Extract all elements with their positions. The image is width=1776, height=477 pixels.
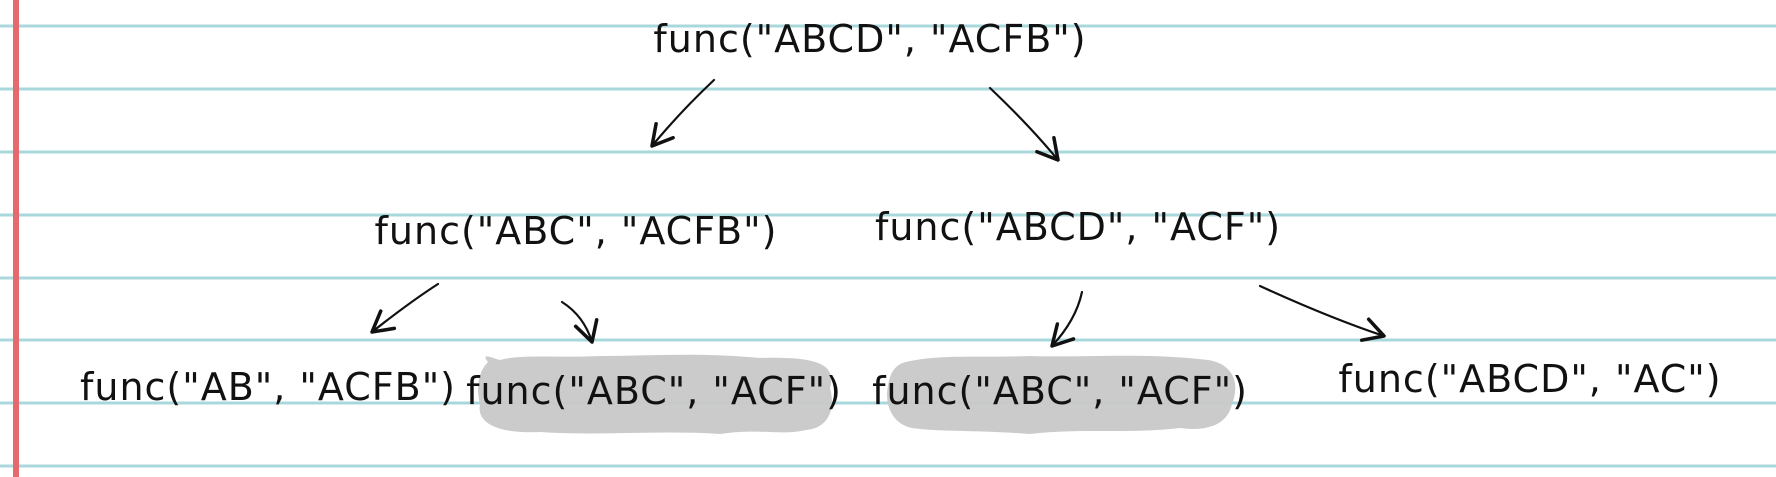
level2-call-2-highlighted: func("ABC", "ACF") — [466, 369, 842, 413]
edge-left-right — [560, 300, 599, 344]
level2-call-1: func("AB", "ACFB") — [80, 365, 456, 409]
highlight-blobs — [478, 354, 1236, 434]
highlight-blob — [887, 355, 1236, 434]
root-call: func("ABCD", "ACFB") — [653, 17, 1086, 61]
edge-right-left — [1050, 290, 1084, 348]
tree-edges — [370, 78, 1386, 348]
ruled-lines — [0, 24, 1776, 468]
edge-root-left — [650, 78, 716, 148]
tree-nodes: func("ABCD", "ACFB") func("ABC", "ACFB")… — [80, 17, 1721, 413]
level1-right-call: func("ABCD", "ACF") — [875, 205, 1281, 249]
edge-right-right — [1258, 284, 1386, 342]
highlight-blob — [478, 354, 832, 434]
edge-left-left — [370, 282, 440, 334]
level2-call-3-highlighted: func("ABC", "ACF") — [872, 369, 1248, 413]
level1-left-call: func("ABC", "ACFB") — [375, 209, 778, 253]
edge-root-right — [988, 86, 1060, 162]
level2-call-4: func("ABCD", "AC") — [1338, 357, 1721, 401]
